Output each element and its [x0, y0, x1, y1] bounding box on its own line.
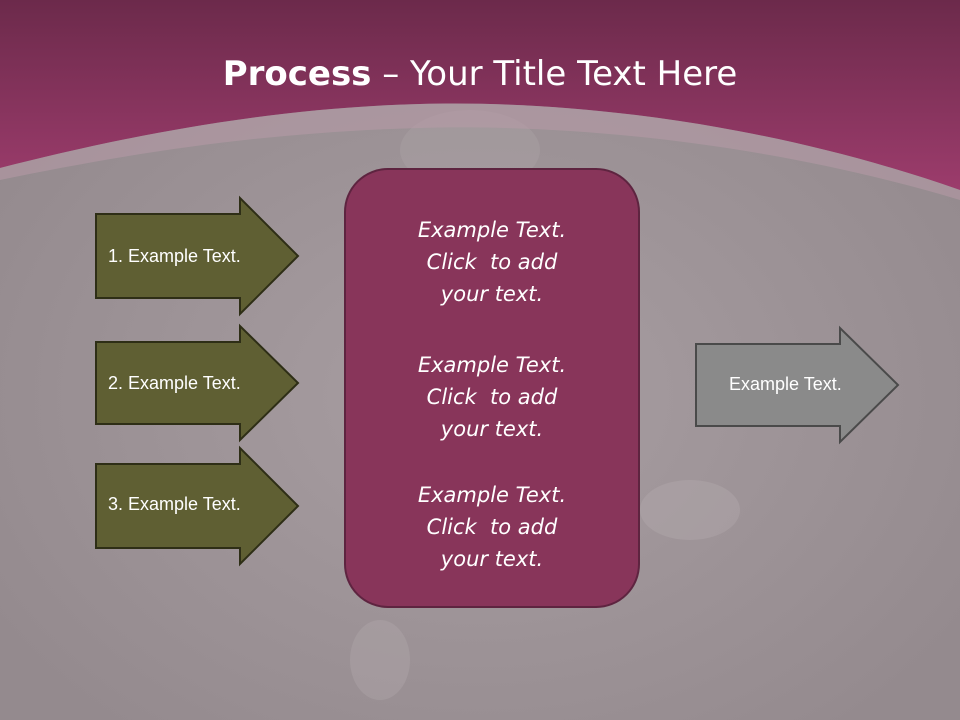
slide-title: Process – Your Title Text Here	[0, 52, 960, 96]
center-text-block-3: Example Text. Click to add your text.	[346, 479, 638, 575]
center-line: Example Text.	[417, 218, 567, 242]
arrow-shape	[695, 325, 900, 445]
center-line: your text.	[440, 417, 544, 441]
center-line: Example Text.	[417, 483, 567, 507]
left-arrow-label: 2. Example Text.	[108, 373, 241, 393]
left-arrow-label: 1. Example Text.	[108, 246, 241, 266]
title-bold: Process	[222, 54, 372, 94]
arrow-shape	[95, 445, 300, 567]
center-line: your text.	[440, 547, 544, 571]
arrow-shape	[95, 195, 300, 317]
center-line: Click to add	[426, 385, 558, 409]
center-line: Click to add	[426, 515, 558, 539]
left-arrow-label: 3. Example Text.	[108, 494, 241, 514]
center-line: your text.	[440, 282, 544, 306]
right-arrow[interactable]: Example Text.	[695, 325, 900, 445]
left-arrow-3[interactable]: 3. Example Text.	[95, 445, 300, 567]
left-arrow-1[interactable]: 1. Example Text.	[95, 195, 300, 317]
center-line: Click to add	[426, 250, 558, 274]
center-process-box[interactable]: Example Text. Click to add your text. Ex…	[344, 168, 640, 608]
center-line: Example Text.	[417, 353, 567, 377]
center-text-block-1: Example Text. Click to add your text.	[346, 214, 638, 310]
title-rest: – Your Title Text Here	[371, 54, 738, 94]
center-text-block-2: Example Text. Click to add your text.	[346, 349, 638, 445]
left-arrow-2[interactable]: 2. Example Text.	[95, 323, 300, 443]
arrow-shape	[95, 323, 300, 443]
right-arrow-label: Example Text.	[729, 374, 842, 394]
